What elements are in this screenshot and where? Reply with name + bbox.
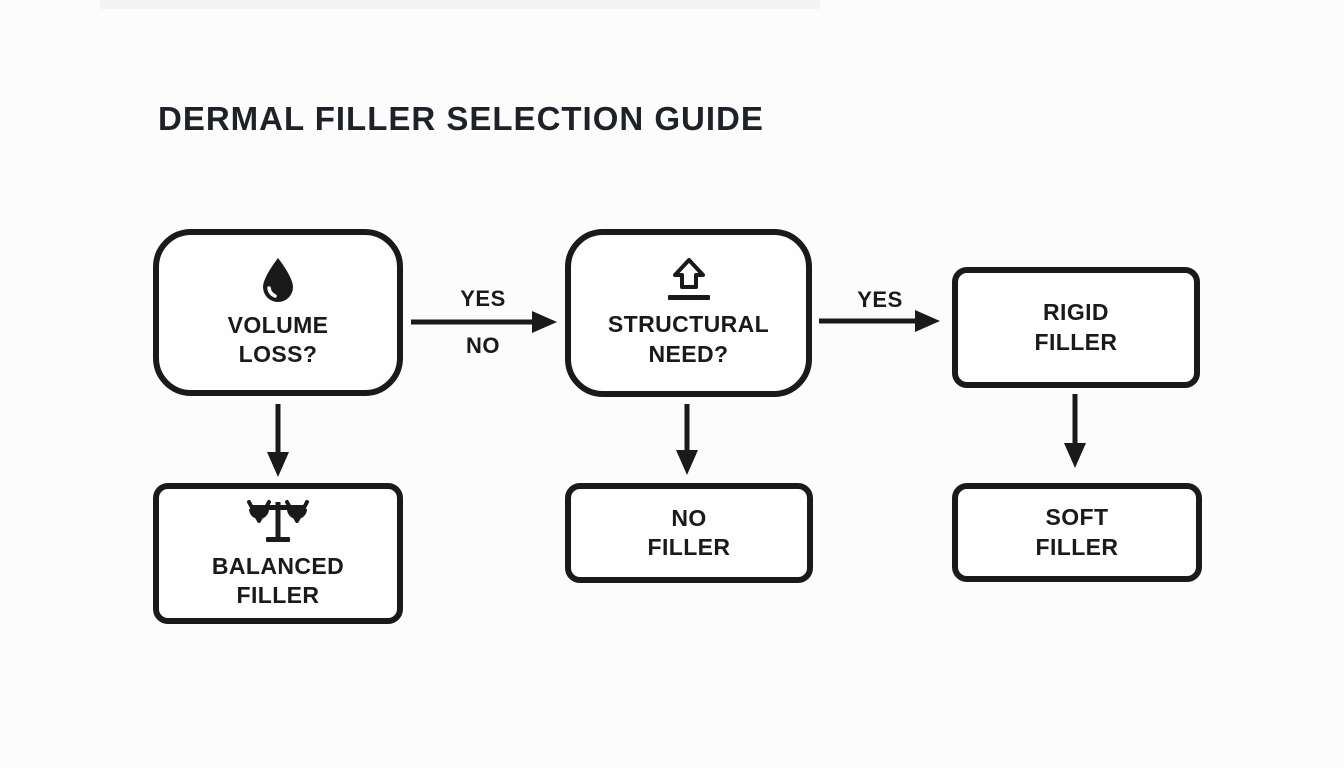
node-label: SOFT FILLER <box>1036 503 1119 562</box>
node-label-line: VOLUME <box>227 311 329 338</box>
node-label-line: BALANCED <box>211 552 345 579</box>
node-label: BALANCED FILLER <box>212 552 344 611</box>
node-label-line: RIGID <box>1043 299 1109 326</box>
node-soft-filler: SOFT FILLER <box>952 483 1202 582</box>
node-label-line: LOSS? <box>238 341 318 367</box>
up-arrow-icon <box>665 257 713 303</box>
node-structural-need: STRUCTURAL NEED? <box>565 229 812 397</box>
node-label: STRUCTURAL NEED? <box>608 310 769 369</box>
edge-label-no-1: NO <box>466 333 500 358</box>
node-label: VOLUME LOSS? <box>228 311 329 370</box>
node-rigid-filler: RIGID FILLER <box>952 267 1200 388</box>
arrow-volume-to-structural <box>411 311 557 333</box>
page-title: DERMAL FILLER SELECTION GUIDE <box>158 100 764 137</box>
arrow-structural-to-no <box>676 404 698 475</box>
node-label-line: FILLER <box>647 534 731 560</box>
arrow-rigid-to-soft <box>1064 394 1086 468</box>
node-label: RIGID FILLER <box>1035 298 1118 357</box>
node-label-line: FILLER <box>1034 328 1118 355</box>
arrow-structural-to-rigid <box>819 310 940 332</box>
node-no-filler: NO FILLER <box>565 483 813 583</box>
scan-artifact-band <box>100 0 820 9</box>
node-label-line: FILLER <box>1035 533 1119 560</box>
node-label-line: STRUCTURAL <box>607 311 770 338</box>
edge-label-yes-1: YES <box>460 286 506 311</box>
node-volume-loss: VOLUME LOSS? <box>153 229 403 396</box>
node-balanced-filler: BALANCED FILLER <box>153 483 403 624</box>
node-label-line: SOFT <box>1045 504 1109 531</box>
node-label: NO FILLER <box>648 504 731 563</box>
edge-label-yes-2: YES <box>857 287 903 312</box>
balance-scale-icon <box>245 497 311 545</box>
node-label-line: NEED? <box>648 340 729 367</box>
arrow-volume-to-balanced <box>267 404 289 477</box>
droplet-icon <box>259 256 297 304</box>
node-label-line: FILLER <box>236 582 320 608</box>
node-label-line: NO <box>671 504 707 531</box>
